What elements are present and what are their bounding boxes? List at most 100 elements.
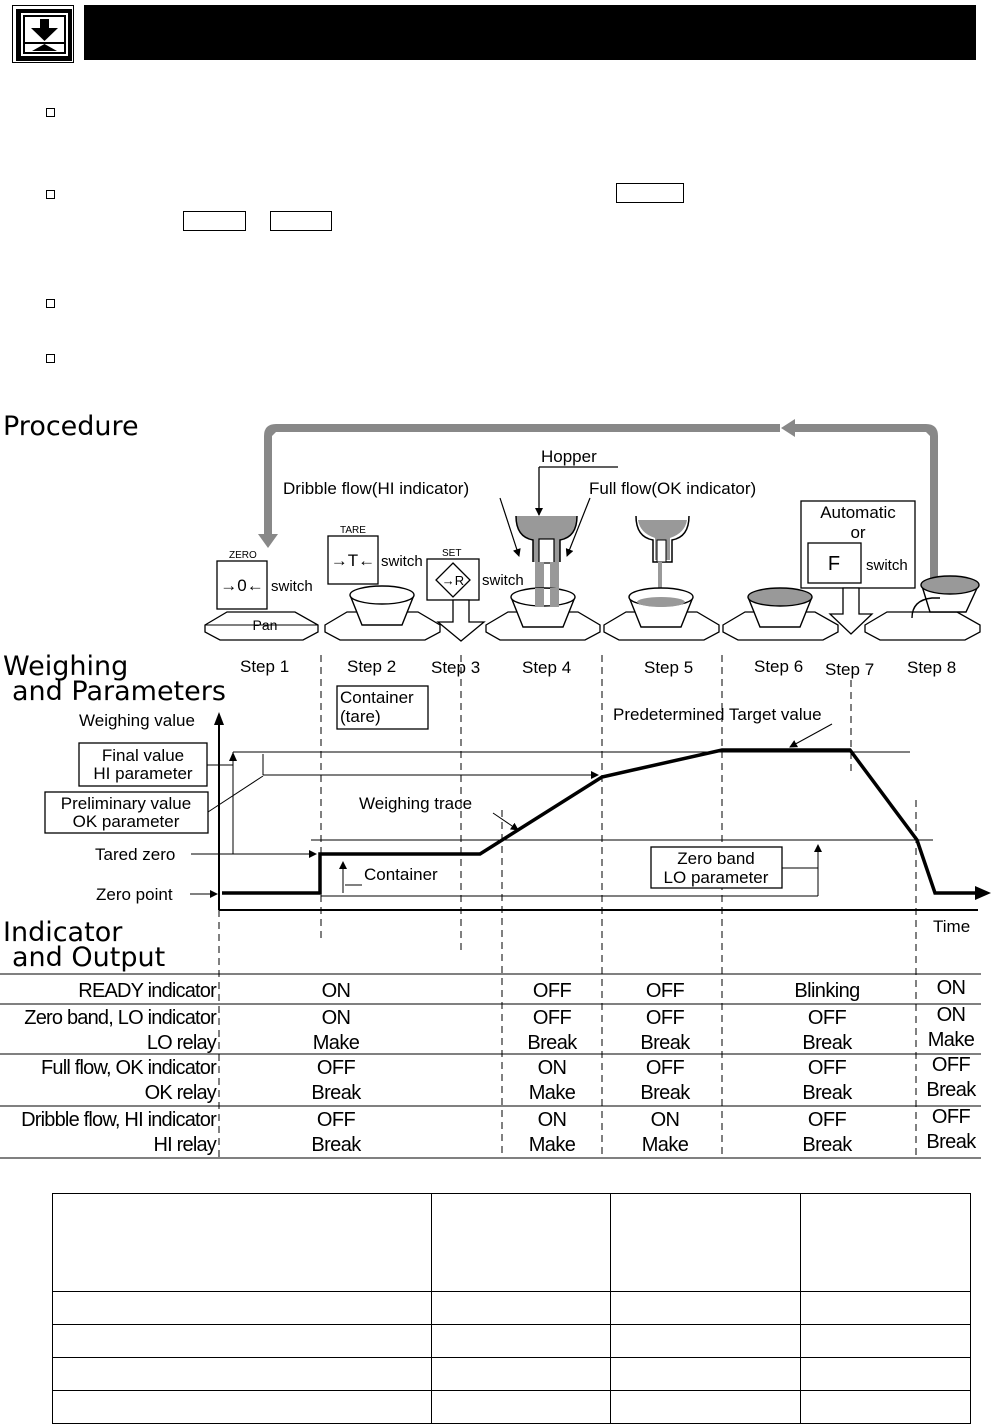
io-cell: Make [313, 1032, 360, 1054]
io-cell: Make [529, 1134, 576, 1156]
io-cell: OFF [932, 1054, 971, 1076]
table-cell [52, 1390, 432, 1424]
io-cell: Blinking [794, 980, 859, 1002]
container-tare-label: Container [340, 688, 414, 707]
io-cell: Break [640, 1032, 691, 1054]
scale-arrow-down-icon [12, 5, 74, 63]
io-cell: Break [311, 1134, 362, 1156]
key-box [616, 183, 684, 203]
hopper-label: Hopper [541, 447, 597, 466]
weighing-heading: Weighing [3, 651, 128, 682]
io-cell: Break [926, 1131, 977, 1153]
io-cell: Break [527, 1032, 578, 1054]
bullet-2 [46, 190, 55, 199]
key-box [270, 211, 332, 231]
tared-zero-label: Tared zero [95, 845, 175, 864]
container-label: Container [364, 865, 438, 884]
zero-switch: ZERO →0← switch [216, 550, 313, 610]
svg-text:or: or [850, 523, 865, 542]
svg-text:→R: →R [442, 573, 464, 588]
bullet-1 [46, 108, 55, 117]
full-flow-label: Full flow(OK indicator) [589, 479, 756, 498]
bottom-table [52, 1193, 971, 1424]
pan-step8 [864, 611, 981, 641]
io-cell: OFF [533, 1007, 572, 1029]
title-bar [84, 5, 976, 60]
svg-text:→T←: →T← [331, 551, 375, 570]
svg-text:OK parameter: OK parameter [73, 812, 180, 831]
step-dividers [218, 655, 917, 1158]
table-cell [800, 1291, 971, 1325]
table-cell [800, 1193, 971, 1292]
table-cell [610, 1324, 801, 1358]
io-cell: OFF [317, 1057, 356, 1079]
table-cell [610, 1357, 801, 1391]
table-cell [610, 1193, 801, 1292]
table-cell [800, 1390, 971, 1424]
io-row-label: Zero band, LO indicator [24, 1007, 217, 1029]
container-step2 [349, 585, 415, 626]
table-cell [431, 1390, 611, 1424]
step-2: Step 2 [347, 657, 396, 676]
bullet-3 [46, 299, 55, 308]
table-cell [52, 1357, 432, 1391]
container-step8-tipped [911, 575, 980, 619]
step-3: Step 3 [431, 658, 480, 677]
io-table-rules [0, 973, 981, 1159]
zero-point-label: Zero point [96, 885, 173, 904]
io-cell: OFF [533, 980, 572, 1002]
io-cell: Break [926, 1079, 977, 1101]
io-cell: Break [311, 1082, 362, 1104]
io-cell: Make [928, 1029, 975, 1051]
table-cell [52, 1324, 432, 1358]
io-cell: ON [937, 977, 966, 999]
bullet-4 [46, 354, 55, 363]
dribble-flow-label: Dribble flow(HI indicator) [283, 479, 469, 498]
io-cell: ON [322, 1007, 351, 1029]
zero-band-label: Zero band [677, 849, 755, 868]
step-6: Step 6 [754, 657, 803, 676]
io-cell: Make [529, 1082, 576, 1104]
io-row-label: OK relay [145, 1082, 217, 1104]
io-cell: OFF [808, 1057, 847, 1079]
svg-text:HI parameter: HI parameter [93, 764, 193, 783]
table-cell [431, 1324, 611, 1358]
key-box [183, 211, 246, 231]
pan-step1: Pan [204, 611, 319, 641]
weighing-trace-line [222, 748, 975, 895]
io-cell: ON [651, 1109, 680, 1131]
io-cell: ON [538, 1057, 567, 1079]
svg-text:Pan: Pan [253, 617, 278, 633]
indicator-heading: Indicator [3, 917, 123, 948]
final-value-label: Final value [102, 746, 184, 765]
target-label: Predetermined Target value [613, 705, 822, 724]
f-key [807, 542, 862, 584]
table-cell [431, 1357, 611, 1391]
io-cell: OFF [646, 1057, 685, 1079]
svg-text:switch: switch [866, 557, 908, 574]
hopper-step5 [635, 515, 690, 602]
tare-switch: TARE →T← switch [327, 525, 423, 585]
table-cell [431, 1193, 611, 1292]
svg-text:TARE: TARE [340, 525, 366, 536]
table-cell [610, 1390, 801, 1424]
table-cell [52, 1291, 432, 1325]
io-cell: ON [538, 1109, 567, 1131]
step-1: Step 1 [240, 657, 289, 676]
weighing-heading-2: and Parameters [12, 676, 226, 707]
svg-text:ZERO: ZERO [229, 550, 257, 561]
table-cell [800, 1357, 971, 1391]
io-cell: Break [640, 1082, 691, 1104]
io-cell: Make [642, 1134, 689, 1156]
step-7: Step 7 [825, 660, 874, 679]
y-axis-label: Weighing value [79, 711, 195, 730]
io-cell: ON [322, 980, 351, 1002]
hopper-step4 [515, 515, 578, 607]
container-step5 [628, 587, 694, 628]
weighing-trace-label: Weighing trace [359, 794, 472, 813]
io-cell: Break [802, 1134, 853, 1156]
set-switch: SET →R switch [426, 548, 524, 601]
x-axis-label: Time [933, 917, 970, 936]
io-cell: Break [802, 1082, 853, 1104]
io-cell: OFF [646, 980, 685, 1002]
